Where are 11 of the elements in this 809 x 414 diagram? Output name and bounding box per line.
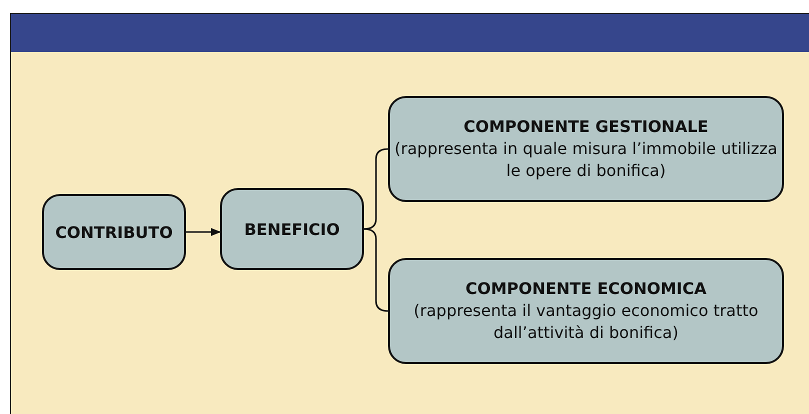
rounded-box [220,188,364,270]
box-description: (rappresenta in quale misura l’immobile utilizza le opere di bonifica) [394,138,778,182]
box-heading: COMPONENTE ECONOMICA [466,278,706,298]
rounded-box [388,96,784,202]
box-description: (rappresenta il vantaggio economico tratto dall’attività di bonifica) [412,300,760,344]
box-heading: COMPONENTE GESTIONALE [464,116,708,136]
rounded-box [42,194,186,270]
box-heading: CONTRIBUTO [55,222,173,242]
arrow [186,228,221,236]
rounded-box [388,258,784,364]
box-heading: BENEFICIO [244,220,340,238]
